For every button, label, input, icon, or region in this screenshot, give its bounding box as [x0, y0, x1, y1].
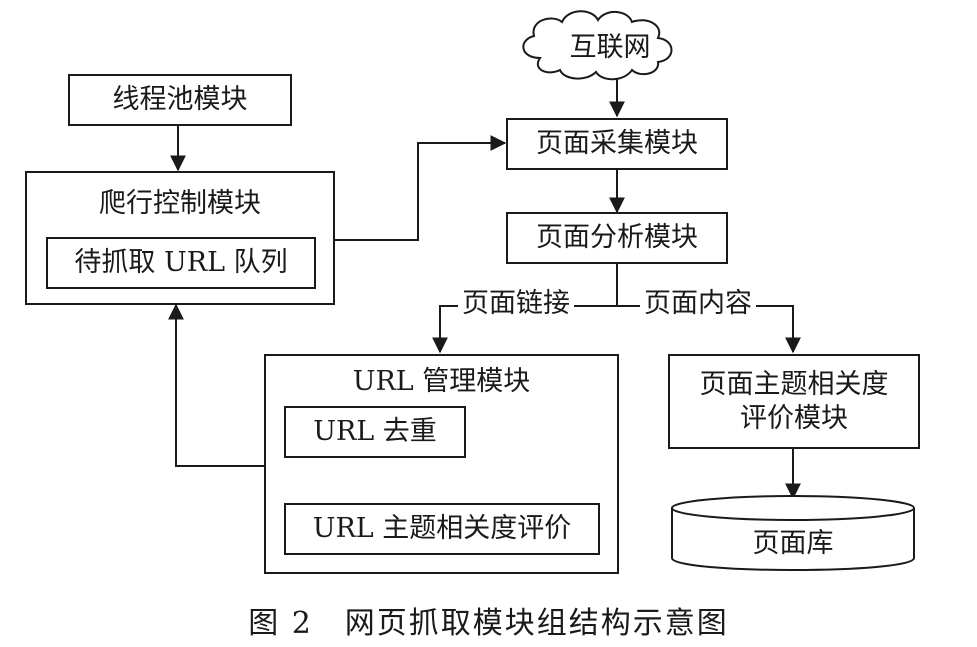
- url-manage-label: URL 管理模块: [352, 366, 531, 398]
- url-relevance-label: URL 主题相关度评价: [312, 513, 572, 545]
- page-content-edge-label: 页面内容: [640, 288, 756, 321]
- page-fetch-label: 页面采集模块: [536, 128, 698, 160]
- topic-eval-label-line2: 评价模块: [740, 402, 848, 434]
- url-dedup-box: URL 去重: [284, 406, 466, 458]
- page-store-cylinder-shape: [671, 495, 915, 571]
- page-store-label: 页面库: [752, 528, 834, 560]
- thread-pool-label: 线程池模块: [112, 84, 248, 116]
- topic-eval-label-line1: 页面主题相关度: [699, 368, 889, 400]
- page-links-edge-label: 页面链接: [458, 288, 574, 321]
- page-analysis-module: 页面分析模块: [506, 212, 728, 264]
- page-fetch-module: 页面采集模块: [506, 118, 728, 170]
- topic-eval-module: 页面主题相关度 评价模块: [668, 354, 920, 449]
- url-relevance-box: URL 主题相关度评价: [284, 503, 600, 555]
- crawl-control-module: 爬行控制模块 待抓取 URL 队列: [25, 171, 335, 305]
- page-analysis-label: 页面分析模块: [536, 222, 698, 254]
- internet-label: 互联网: [569, 32, 651, 64]
- internet-cloud-shape: [522, 10, 673, 81]
- figure-caption: 图 2 网页抓取模块组结构示意图: [248, 606, 729, 641]
- thread-pool-module: 线程池模块: [68, 74, 292, 126]
- url-queue-box: 待抓取 URL 队列: [46, 237, 316, 289]
- url-dedup-label: URL 去重: [313, 416, 437, 448]
- url-queue-label: 待抓取 URL 队列: [74, 247, 288, 279]
- crawl-control-label: 爬行控制模块: [99, 188, 261, 220]
